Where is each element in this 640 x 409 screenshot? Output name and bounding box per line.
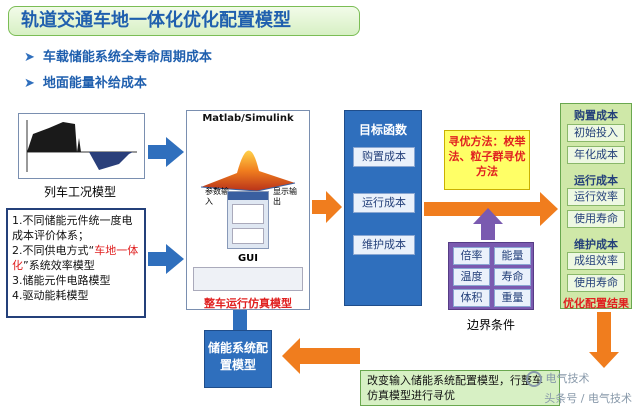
arrow-boundary-to-opt bbox=[473, 208, 503, 240]
feedback-box: 改变输入储能系统配置模型，行整车仿真模型进行寻优 bbox=[360, 370, 560, 406]
matlab-header: Matlab/Simulink bbox=[202, 113, 294, 124]
gui-window-icon bbox=[227, 191, 269, 249]
result-service-life-2: 使用寿命 bbox=[567, 274, 625, 292]
arrow-results-down bbox=[589, 312, 619, 368]
requirements-box: 1.不同储能元件统一度电成本评价体系； 2.不同供电方式“车地一体化”系统效率模… bbox=[6, 208, 146, 318]
arrow-sim-to-objective bbox=[312, 191, 342, 223]
boundary-temperature: 温度 bbox=[453, 268, 490, 286]
result-service-life-1: 使用寿命 bbox=[567, 210, 625, 228]
arrow-feedback-to-storage bbox=[282, 338, 360, 374]
arrow-train-to-sim bbox=[148, 137, 184, 167]
arrow-objective-to-results bbox=[424, 192, 558, 226]
result-group-2-head: 运行成本 bbox=[574, 174, 618, 187]
page-title: 轨道交通车地一体化优化配置模型 bbox=[8, 6, 360, 36]
objective-item-1: 购置成本 bbox=[353, 147, 415, 167]
watermark-logo: 电气技术 bbox=[526, 370, 630, 387]
watermark-text: 头条号 / 电气技术 bbox=[544, 392, 632, 405]
boundary-box: 倍率 能量 温度 寿命 体积 重量 bbox=[448, 242, 534, 310]
objective-function-box: 目标函数 购置成本 运行成本 维护成本 bbox=[344, 110, 422, 306]
requirement-2: 2.不同供电方式“车地一体化”系统效率模型 bbox=[12, 244, 139, 272]
watermark-logo-icon bbox=[526, 371, 542, 387]
results-label: 优化配置结果 bbox=[563, 297, 629, 310]
result-group-3-head: 维护成本 bbox=[574, 238, 618, 251]
surface-plot-icon bbox=[200, 150, 296, 192]
bullet-item-2: ➤地面能量补给成本 bbox=[24, 76, 147, 91]
boundary-lifetime: 寿命 bbox=[494, 268, 531, 286]
velocity-profile-icon bbox=[26, 120, 137, 172]
bullet-item-1: ➤车载储能系统全寿命周期成本 bbox=[24, 50, 212, 65]
display-output-label: 显示输出 bbox=[273, 187, 297, 206]
highlight-text: 车地一体化 bbox=[12, 244, 139, 272]
simulation-panel: Matlab/Simulink 参数输入 显示输出 GUI 整车运行仿真模型 bbox=[186, 110, 310, 310]
boundary-energy: 能量 bbox=[494, 247, 531, 265]
triangle-bullet-icon: ➤ bbox=[24, 50, 35, 65]
sim-caption: 整车运行仿真模型 bbox=[204, 297, 292, 310]
result-run-efficiency: 运行效率 bbox=[567, 188, 625, 206]
boundary-volume: 体积 bbox=[453, 289, 490, 307]
gui-label: GUI bbox=[237, 253, 259, 264]
objective-title: 目标函数 bbox=[358, 123, 407, 137]
param-input-label: 参数输入 bbox=[205, 187, 229, 206]
gui-screenshot bbox=[193, 267, 303, 291]
train-model-label: 列车工况模型 bbox=[43, 185, 116, 199]
boundary-rate: 倍率 bbox=[453, 247, 490, 265]
objective-item-2: 运行成本 bbox=[353, 193, 415, 213]
requirement-4: 4.驱动能耗模型 bbox=[12, 289, 89, 302]
results-panel: 购置成本 初始投入 年化成本 运行成本 运行效率 使用寿命 维护成本 成组效率 … bbox=[560, 103, 632, 310]
boundary-label: 边界条件 bbox=[466, 318, 515, 332]
storage-config-box: 储能系统配置模型 bbox=[204, 330, 272, 388]
objective-item-3: 维护成本 bbox=[353, 235, 415, 255]
result-initial-investment: 初始投入 bbox=[567, 124, 625, 142]
result-group-1-head: 购置成本 bbox=[574, 109, 618, 122]
result-annual-cost: 年化成本 bbox=[567, 146, 625, 164]
arrow-req-to-sim bbox=[148, 244, 184, 274]
train-profile-chart bbox=[18, 113, 145, 179]
optimization-method-box: 寻优方法：枚举法、粒子群寻优方法 bbox=[444, 130, 530, 190]
boundary-weight: 重量 bbox=[494, 289, 531, 307]
triangle-bullet-icon: ➤ bbox=[24, 76, 35, 91]
requirement-1: 1.不同储能元件统一度电成本评价体系； bbox=[12, 214, 133, 242]
result-grouping-efficiency: 成组效率 bbox=[567, 252, 625, 270]
requirement-3: 3.储能元件电路模型 bbox=[12, 274, 111, 287]
